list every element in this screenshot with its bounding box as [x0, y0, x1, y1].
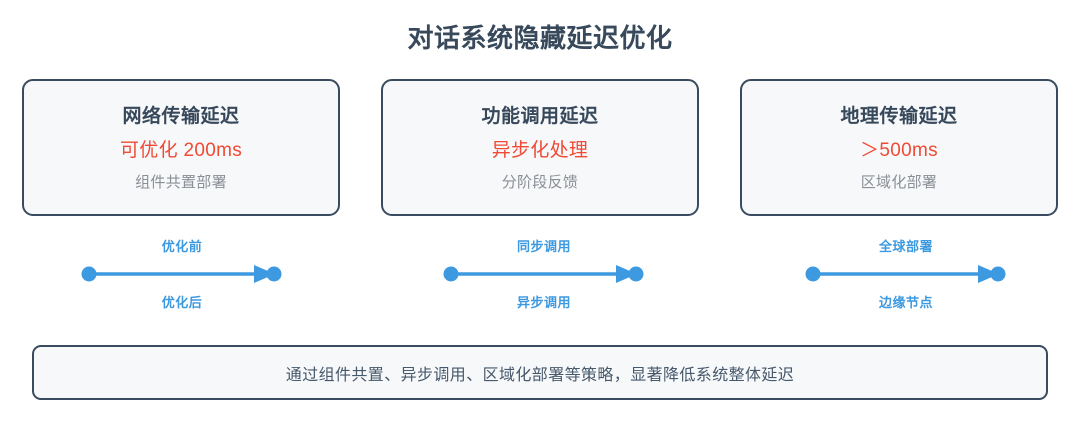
arrow-icon [81, 265, 282, 283]
arrow-label-top: 同步调用 [516, 239, 571, 254]
card-metric: 异步化处理 [491, 140, 589, 162]
arrow-label-bottom: 异步调用 [516, 295, 571, 310]
card-note: 组件共置部署 [135, 174, 227, 192]
latency-card-row: 网络传输延迟 可优化 200ms 组件共置部署 功能调用延迟 异步化处理 分阶段… [22, 79, 1058, 216]
card-title: 网络传输延迟 [122, 106, 240, 128]
arrow-label-bottom: 边缘节点 [878, 295, 933, 310]
card-metric: 可优化 200ms [119, 140, 242, 162]
arrow-icon [443, 265, 644, 283]
arrow-group-geographic: 全球部署 边缘节点 [786, 236, 1026, 318]
card-title: 功能调用延迟 [481, 106, 599, 128]
arrow-icon [805, 265, 1006, 283]
arrow-group-network: 优化前 优化后 [62, 236, 302, 318]
page-title: 对话系统隐藏延迟优化 [407, 23, 673, 53]
card-note: 分阶段反馈 [501, 174, 579, 192]
arrow-label-top: 全球部署 [878, 239, 933, 254]
summary-text: 通过组件共置、异步调用、区域化部署等策略，显著降低系统整体延迟 [285, 366, 795, 384]
summary-banner: 通过组件共置、异步调用、区域化部署等策略，显著降低系统整体延迟 [32, 345, 1048, 400]
card-metric: ＞500ms [860, 140, 938, 162]
arrow-label-bottom: 优化后 [161, 295, 203, 310]
arrow-group-function-call: 同步调用 异步调用 [424, 236, 664, 318]
latency-card-geographic[interactable]: 地理传输延迟 ＞500ms 区域化部署 [740, 79, 1058, 216]
card-note: 区域化部署 [860, 174, 938, 192]
card-title: 地理传输延迟 [840, 106, 958, 128]
latency-card-network[interactable]: 网络传输延迟 可优化 200ms 组件共置部署 [22, 79, 340, 216]
latency-card-function-call[interactable]: 功能调用延迟 异步化处理 分阶段反馈 [381, 79, 699, 216]
arrow-label-top: 优化前 [161, 239, 203, 254]
arrow-row: 优化前 优化后 同步调用 异步调用 全球部署 [0, 236, 1080, 318]
